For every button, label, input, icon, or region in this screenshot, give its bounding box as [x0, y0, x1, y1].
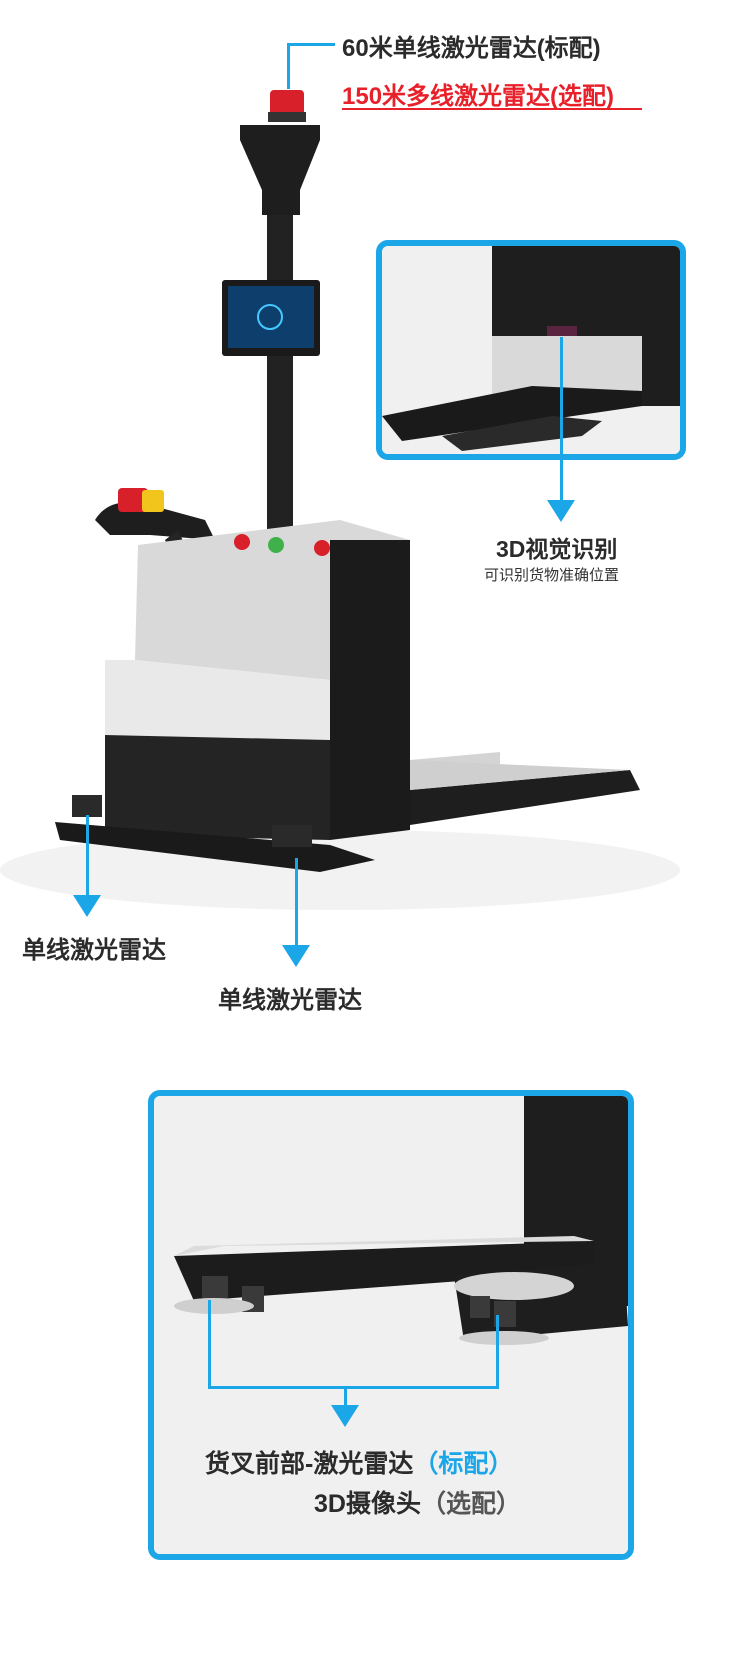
- vision-3d-inset-image: [382, 246, 680, 454]
- fork-front-camera-tag: （选配）: [420, 1490, 521, 1518]
- fork-front-inset-image: [154, 1096, 628, 1554]
- vision-3d-title: 3D视觉识别: [496, 536, 618, 562]
- fork-front-inset: [148, 1090, 634, 1560]
- bottom-left-lidar-label: 单线激光雷达: [22, 937, 166, 964]
- fork-front-lidar-label: 货叉前部-激光雷达: [205, 1450, 414, 1478]
- fork-callout-center-vertical: [344, 1386, 347, 1408]
- fork-front-lidar-tag: （标配）: [413, 1450, 514, 1478]
- top-lidar-optional-label: 150米多线激光雷达(选配): [342, 83, 615, 110]
- bottom-left-lidar-callout-arrow: [73, 895, 101, 917]
- fork-front-camera-label: 3D摄像头: [314, 1490, 421, 1518]
- fork-callout-arrow: [331, 1405, 359, 1427]
- fork-callout-left-vertical: [208, 1300, 211, 1388]
- top-lidar-callout-horizontal: [287, 43, 335, 46]
- vision-3d-callout-arrow: [547, 500, 575, 522]
- vision-3d-callout-line: [560, 337, 563, 507]
- fork-front-line2: 3D摄像头（选配）: [314, 1484, 521, 1520]
- bottom-center-lidar-label: 单线激光雷达: [218, 987, 362, 1014]
- bottom-left-lidar-callout-line: [86, 815, 89, 900]
- fork-front-line1: 货叉前部-激光雷达（标配）: [205, 1444, 513, 1480]
- top-lidar-optional-underline: [342, 108, 642, 110]
- vision-3d-inset: [376, 240, 686, 460]
- fork-callout-horizontal: [208, 1386, 499, 1389]
- bottom-center-lidar-callout-line: [295, 858, 298, 948]
- vision-3d-subtitle: 可识别货物准确位置: [484, 567, 620, 584]
- top-lidar-standard-label: 60米单线激光雷达(标配): [342, 35, 601, 62]
- top-lidar-callout-vertical: [287, 43, 290, 89]
- fork-callout-right-vertical: [496, 1315, 499, 1388]
- bottom-center-lidar-callout-arrow: [282, 945, 310, 967]
- pallet-truck-illustration: [0, 90, 680, 910]
